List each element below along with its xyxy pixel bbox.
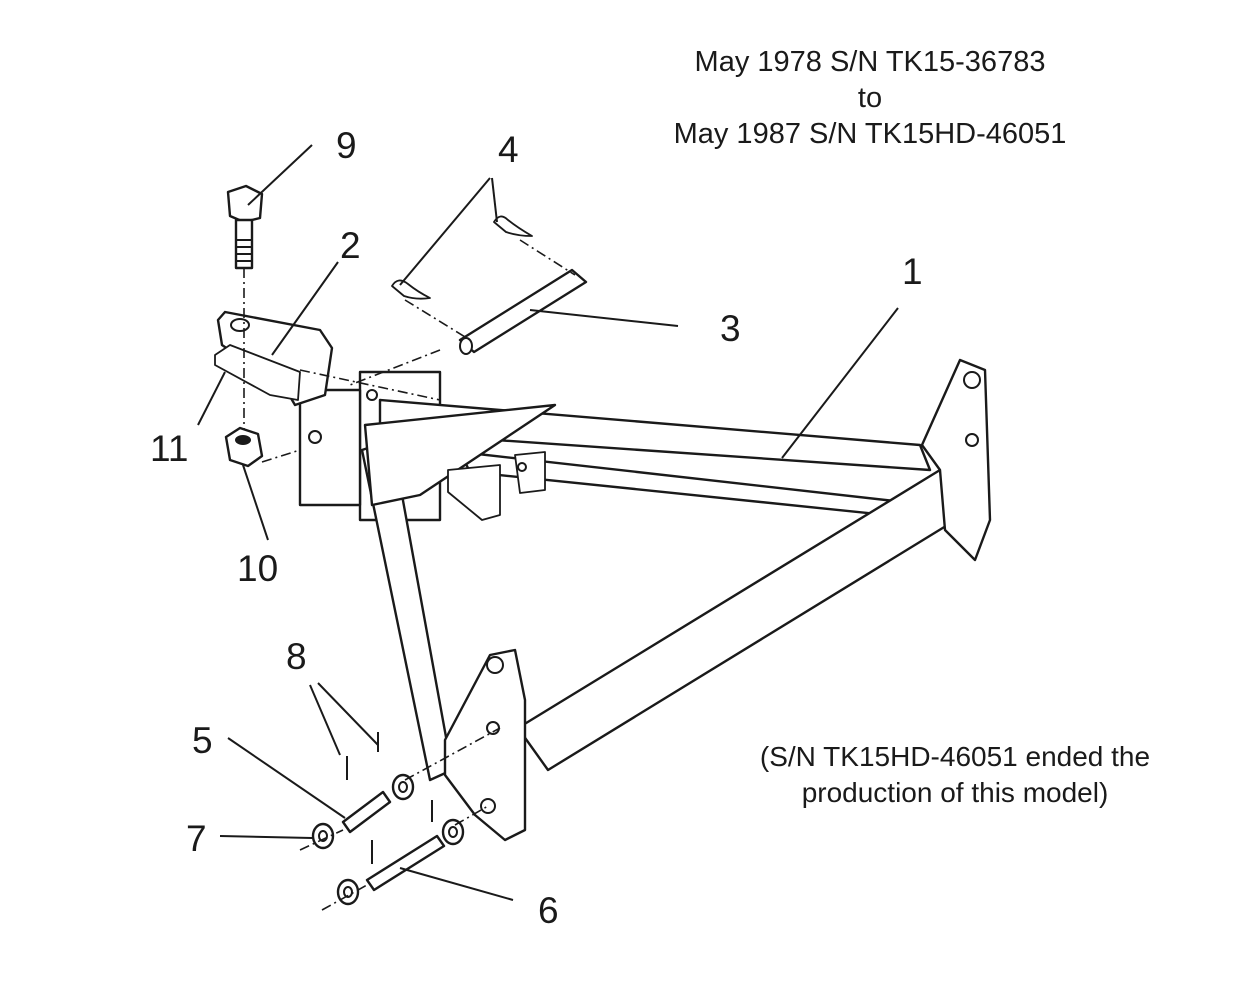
cross-tube-hole — [517, 462, 527, 472]
serial-start-line: May 1978 S/N TK15-36783 — [694, 46, 1046, 78]
pin-end — [459, 337, 473, 355]
production-note-line-2: production of this model) — [801, 777, 1109, 808]
clevis-part — [214, 310, 334, 407]
washer-upper-hole — [398, 781, 408, 793]
gusset-plate — [363, 403, 557, 507]
serial-connector-line: to — [857, 82, 883, 114]
hitch-pin — [458, 268, 588, 354]
washer-mid-hole — [448, 826, 458, 838]
upper-pin-axis-line — [404, 727, 501, 781]
lower-bracket-upper-hole — [486, 656, 504, 674]
callout-7: 7 — [186, 818, 207, 859]
lock-nut-insert — [235, 435, 251, 445]
leader-11 — [197, 371, 226, 426]
lower-pin-short — [341, 790, 392, 834]
callout-2: 2 — [340, 225, 361, 266]
lower-pin-long — [365, 834, 446, 892]
callout-3: 3 — [720, 308, 741, 349]
right-mounting-plate — [920, 358, 992, 562]
washer-lower-axis-line — [321, 884, 368, 911]
hairpin-clip-right — [493, 215, 533, 237]
lock-nut — [224, 426, 264, 468]
washer-left-axis-line — [299, 829, 344, 851]
callout-11: 11 — [150, 428, 189, 469]
washer-lower-hole — [343, 886, 353, 898]
pin-axis-line — [349, 349, 441, 386]
serial-range-note: May 1978 S/N TK15-36783 to May 1987 S/N … — [640, 44, 1100, 152]
leader-4a — [399, 177, 491, 286]
post-hole — [308, 430, 322, 444]
leader-7 — [219, 835, 313, 839]
clip-left-axis-line — [404, 299, 471, 341]
leader-9 — [247, 144, 313, 206]
callout-9: 9 — [336, 125, 357, 166]
callout-4: 4 — [498, 129, 519, 170]
production-ended-note: (S/N TK15HD-46051 ended the production o… — [715, 739, 1195, 811]
leader-5 — [227, 737, 346, 819]
bolt-part — [226, 184, 264, 270]
lower-beam — [516, 468, 974, 772]
post-front-face — [298, 388, 362, 507]
lower-mounting-bracket — [443, 648, 527, 842]
lower-pin-axis-line — [454, 805, 489, 826]
leader-3 — [529, 309, 679, 327]
leader-10 — [242, 464, 269, 541]
a-frame-assembly — [298, 358, 992, 842]
leader-4b — [491, 177, 498, 223]
production-note-line-1: (S/N TK15HD-46051 ended the — [759, 741, 1151, 772]
lower-bracket-low-hole — [480, 798, 496, 814]
lock-nut-part — [224, 426, 264, 468]
callout-5: 5 — [192, 720, 213, 761]
clevis-top-hole — [230, 318, 250, 332]
right-plate-lower-hole — [965, 433, 979, 447]
leader-1 — [781, 307, 899, 459]
right-plate-upper-hole — [963, 371, 981, 389]
leader-2 — [271, 261, 339, 356]
callout-8: 8 — [286, 636, 307, 677]
cross-tube — [447, 464, 501, 521]
hitch-pin-part — [458, 268, 588, 355]
leader-8b — [317, 682, 379, 746]
leader-6 — [399, 867, 514, 901]
post-top-hole — [366, 389, 378, 401]
bolt-head — [226, 184, 264, 224]
callout-6: 6 — [538, 890, 559, 931]
callout-1: 1 — [902, 251, 923, 292]
bolt-thread — [236, 239, 252, 262]
cross-tube-small — [514, 451, 546, 494]
hairpin-clip-left — [391, 279, 431, 300]
callout-10: 10 — [237, 548, 279, 589]
serial-end-line: May 1987 S/N TK15HD-46051 — [673, 118, 1067, 150]
nut-axis-line — [261, 449, 301, 463]
clevis-lower-plate — [214, 344, 301, 401]
clip-right-axis-line — [519, 239, 576, 276]
clevis-axis-line — [299, 369, 441, 401]
leader-8a — [309, 684, 341, 756]
